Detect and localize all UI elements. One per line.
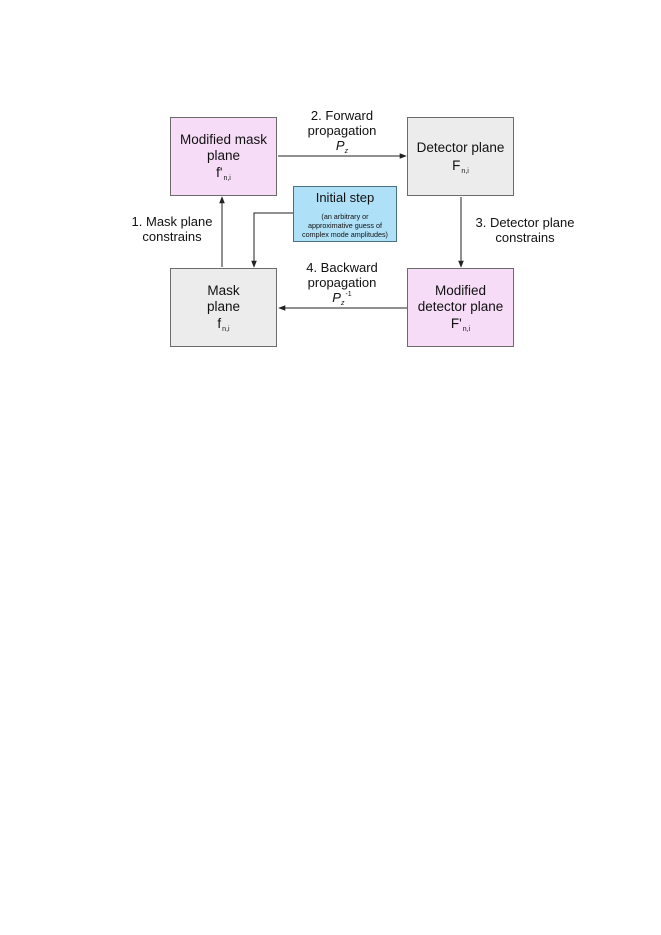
backward-propagation-operator: Pz-1	[332, 289, 352, 307]
mask-plane-symbol: fn,i	[217, 316, 230, 334]
forward-propagation-text: 2. Forward propagation	[307, 108, 377, 138]
modified-mask-plane-symbol: f'n,i	[216, 165, 231, 183]
mask-plane-box: Mask plane fn,i	[170, 268, 277, 347]
detector-plane-symbol: Fn,i	[452, 157, 469, 175]
initial-step-box: Initial step (an arbitrary or approximat…	[293, 186, 397, 242]
detector-plane-title: Detector plane	[416, 139, 505, 155]
forward-propagation-label: 2. Forward propagation Pz	[290, 108, 394, 155]
modified-mask-plane-box: Modified mask plane f'n,i	[170, 117, 277, 196]
detector-plane-box: Detector plane Fn,i	[407, 117, 514, 196]
detector-constrains-label: 3. Detector plane constrains	[475, 215, 575, 245]
modified-mask-plane-title: Modified mask plane	[179, 131, 268, 163]
modified-detector-plane-title: Modified detector plane	[417, 282, 504, 314]
mask-constrains-label: 1. Mask plane constrains	[131, 214, 213, 244]
initial-step-title: Initial step	[315, 190, 375, 205]
mask-plane-title: Mask plane	[206, 282, 241, 314]
backward-propagation-label: 4. Backward propagation Pz-1	[290, 260, 394, 307]
backward-propagation-text: 4. Backward propagation	[306, 260, 378, 290]
forward-propagation-operator: Pz	[335, 137, 349, 155]
modified-detector-plane-box: Modified detector plane F'n,i	[407, 268, 514, 347]
modified-detector-plane-symbol: F'n,i	[450, 316, 471, 334]
initial-step-arrow	[251, 212, 293, 268]
initial-step-note: (an arbitrary or approximative guess of …	[302, 212, 388, 239]
